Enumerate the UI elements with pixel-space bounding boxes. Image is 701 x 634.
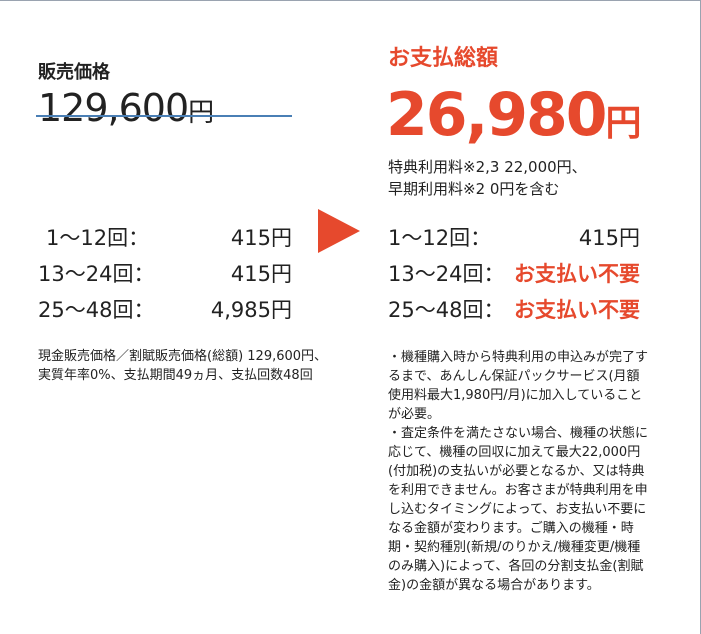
row-value: お支払い不要 (514, 262, 640, 286)
original-price: 129,600円 (38, 86, 214, 130)
total-sub-1: 特典利用料※2,3 22,000円、 (388, 158, 587, 176)
right-row-3: 25〜48回： お支払い不要 (388, 294, 640, 324)
row-label: 13〜24回： (38, 262, 155, 286)
right-note-2: ・査定条件を満たさない場合、機種の状態に応じて、機種の回収に加えて最大22,00… (388, 426, 649, 593)
left-row-3: 25〜48回： 4,985円 (38, 294, 292, 324)
row-value: お支払い不要 (514, 298, 640, 322)
arrow-right-icon (318, 209, 360, 253)
row-label: 13〜24回： (388, 262, 505, 286)
strikethrough-line (36, 115, 292, 117)
sale-price-label: 販売価格 (38, 62, 110, 83)
row-label: 25〜48回： (38, 298, 155, 322)
left-row-2: 13〜24回： 415円 (38, 258, 292, 288)
total-label: お支払総額 (388, 46, 499, 71)
row-value: 4,985円 (210, 298, 292, 322)
row-value: 415円 (230, 262, 292, 286)
total-price: 26,980円 (386, 80, 642, 150)
row-label: 1〜12回： (388, 226, 492, 250)
original-price-yen: 円 (188, 98, 214, 128)
total-yen: 円 (605, 103, 642, 144)
right-row-2: 13〜24回： お支払い不要 (388, 258, 640, 288)
left-note: 現金販売価格／割賦販売価格(総額) 129,600円、実質年率0%、支払期間49… (38, 349, 328, 383)
total-sub-2: 早期利用料※2 0円を含む (388, 180, 560, 198)
right-note-1: ・機種購入時から特典利用の申込みが完了するまで、あんしん保証パックサービス(月額… (388, 350, 649, 422)
right-row-1: 1〜12回： 415円 (388, 222, 640, 252)
original-price-value: 129,600 (38, 86, 189, 130)
left-row-1: 1〜12回： 415円 (46, 222, 292, 252)
row-label: 1〜12回： (46, 226, 150, 250)
row-value: 415円 (230, 226, 292, 250)
total-value: 26,980 (386, 80, 608, 150)
row-label: 25〜48回： (388, 298, 505, 322)
row-value: 415円 (578, 226, 640, 250)
